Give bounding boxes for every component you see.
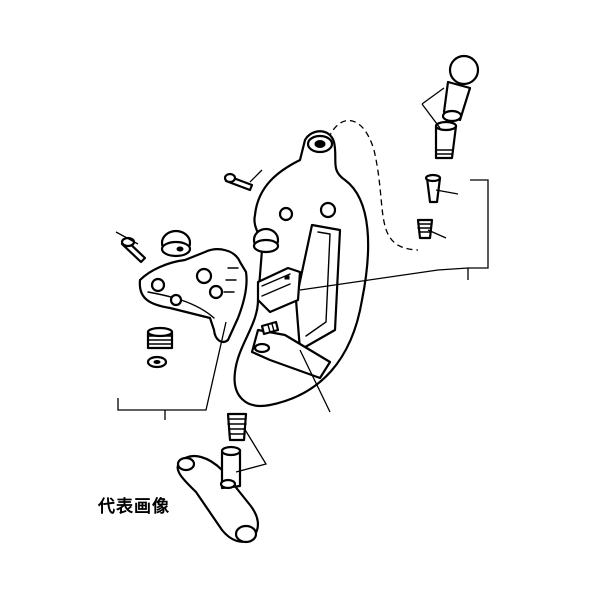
wheel-holder-plate xyxy=(138,248,248,344)
screw-pin xyxy=(424,173,442,204)
t-handle xyxy=(176,445,259,544)
cutter-wheel-right xyxy=(252,227,280,254)
spring-and-washer xyxy=(146,326,174,369)
handle-grip xyxy=(441,54,480,123)
cutter-frame xyxy=(233,130,370,408)
small-spring xyxy=(416,218,434,240)
leader-lines xyxy=(115,87,489,473)
caption-representative-image: 代表画像 xyxy=(98,497,170,517)
cutter-wheel-left xyxy=(160,229,192,258)
carriage-block xyxy=(256,266,302,314)
feed-path-dashed-line xyxy=(324,120,419,251)
rail-screw xyxy=(260,320,280,336)
feed-screw-sleeve xyxy=(434,120,458,160)
lower-spring xyxy=(226,412,248,442)
axle-pin-upper xyxy=(223,172,254,192)
